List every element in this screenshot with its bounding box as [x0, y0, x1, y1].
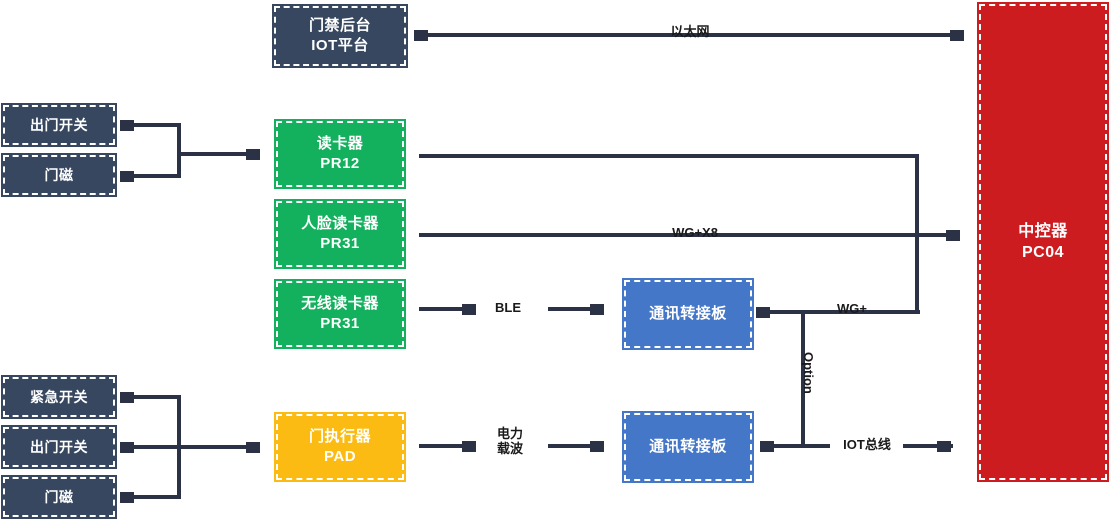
- edge-line-powerline-right: [548, 444, 592, 448]
- edge-tip-ble-right: [590, 304, 604, 315]
- edge-tip-reader-pr12-input: [246, 149, 260, 160]
- edge-line-bracket-top-out: [177, 152, 248, 156]
- edge-tip-powerline-left: [462, 441, 476, 452]
- node-access-backend-iot-platform[interactable]: 门禁后台 IOT平台: [272, 4, 408, 68]
- edge-line-exit-switch-bottom: [131, 445, 181, 449]
- edge-line-bracket-bottom-out: [177, 445, 248, 449]
- node-label-line1: 出门开关: [30, 116, 88, 133]
- edge-label-ethernet: 以太网: [670, 24, 710, 39]
- edge-label-iot-bus: IOT总线: [843, 437, 891, 452]
- edge-label-option: Option: [801, 352, 816, 394]
- node-label-line1: 中控器: [1018, 222, 1068, 240]
- node-emergency-switch[interactable]: 紧急开关: [1, 375, 117, 419]
- edge-line-ethernet: [424, 33, 954, 37]
- edge-label-powerline-line1: 电力: [496, 426, 523, 441]
- node-card-reader-pr12[interactable]: 读卡器 PR12: [274, 119, 406, 189]
- node-wireless-card-reader-pr31[interactable]: 无线读卡器 PR31: [274, 279, 406, 349]
- node-door-actuator-pad[interactable]: 门执行器 PAD: [274, 412, 406, 482]
- node-door-magnet-top[interactable]: 门磁: [1, 153, 117, 197]
- node-label-line1: 通讯转接板: [649, 305, 727, 323]
- node-label-line2: PC04: [1021, 244, 1065, 261]
- edge-line-door-magnet-bottom: [131, 495, 181, 499]
- node-label-line1: 门禁后台: [308, 17, 371, 35]
- node-label-line1: 出门开关: [30, 438, 88, 455]
- edge-label-ble: BLE: [495, 300, 521, 315]
- edge-tip-ethernet-left: [414, 30, 428, 41]
- node-comm-adapter-board-bottom[interactable]: 通讯转接板: [622, 411, 754, 483]
- edge-line-bracket-top-vertical: [177, 123, 181, 178]
- edge-tip-door-actuator-input: [246, 442, 260, 453]
- node-label-line1: 门磁: [44, 488, 74, 505]
- node-face-card-reader-pr31[interactable]: 人脸读卡器 PR31: [274, 199, 406, 269]
- edge-line-ble-right: [548, 307, 592, 311]
- node-label-line1: 通讯转接板: [649, 438, 727, 456]
- node-label-line2: PR31: [320, 315, 360, 332]
- node-label-line2: IOT平台: [311, 37, 369, 54]
- node-central-controller-pc04[interactable]: 中控器 PC04: [977, 2, 1109, 482]
- edge-line-iot-bus-right: [903, 444, 953, 448]
- edge-line-exit-switch-top: [131, 123, 181, 127]
- edge-line-wg-plus: [760, 310, 920, 314]
- edge-tip-wg-plus-left: [756, 307, 770, 318]
- edge-line-pr12-horizontal: [419, 154, 919, 158]
- node-label-line2: PAD: [323, 448, 357, 465]
- edge-label-wg-x8: WG+X8: [672, 225, 718, 240]
- edge-tip-iot-bus-right: [937, 441, 951, 452]
- edge-line-iot-bus-left: [768, 444, 830, 448]
- edge-line-emergency-switch: [131, 395, 181, 399]
- edge-line-powerline-left: [419, 444, 463, 448]
- edge-tip-wg-x8-right: [946, 230, 960, 241]
- edge-tip-door-magnet-top: [120, 171, 134, 182]
- edge-tip-powerline-right: [590, 441, 604, 452]
- edge-tip-iot-bus-left: [760, 441, 774, 452]
- node-label-line2: PR31: [320, 235, 360, 252]
- node-comm-adapter-board-top[interactable]: 通讯转接板: [622, 278, 754, 350]
- node-label-line1: 人脸读卡器: [301, 215, 379, 233]
- edge-label-wg-plus: WG+: [837, 301, 867, 316]
- edge-tip-exit-switch-top: [120, 120, 134, 131]
- edge-tip-ble-left: [462, 304, 476, 315]
- edge-tip-door-magnet-bottom: [120, 492, 134, 503]
- node-door-magnet-bottom[interactable]: 门磁: [1, 475, 117, 519]
- node-exit-switch-top[interactable]: 出门开关: [1, 103, 117, 147]
- node-label-line1: 门磁: [44, 166, 74, 183]
- node-label-line1: 无线读卡器: [301, 295, 379, 313]
- node-label-line2: PR12: [320, 155, 360, 172]
- node-label-line1: 读卡器: [316, 135, 364, 153]
- node-label-line1: 紧急开关: [30, 388, 88, 405]
- node-label-line1: 门执行器: [308, 428, 371, 446]
- edge-tip-emergency-switch: [120, 392, 134, 403]
- node-exit-switch-bottom[interactable]: 出门开关: [1, 425, 117, 469]
- edge-label-powerline-line2: 载波: [496, 440, 523, 456]
- edge-line-wg-x8: [419, 233, 950, 237]
- edge-line-door-magnet-top: [131, 174, 181, 178]
- edge-line-ble-left: [419, 307, 463, 311]
- edge-tip-exit-switch-bottom: [120, 442, 134, 453]
- edge-line-option: [801, 310, 805, 447]
- edge-tip-ethernet-right: [950, 30, 964, 41]
